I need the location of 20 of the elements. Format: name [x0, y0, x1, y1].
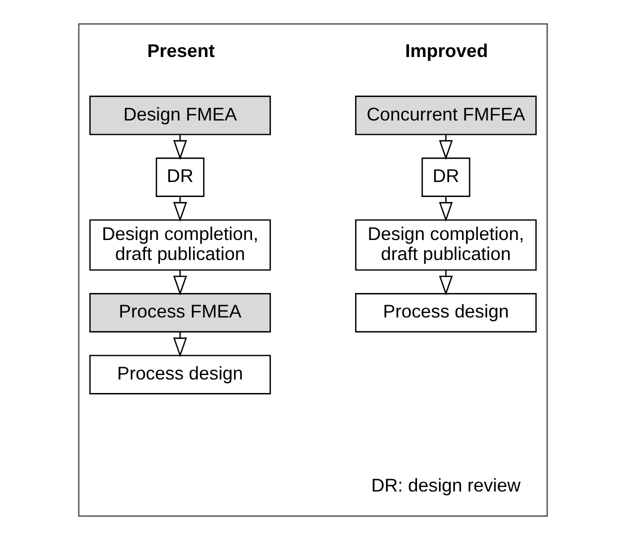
- arrow: [438, 134, 452, 160]
- arrow: [172, 332, 187, 358]
- node-box: Process design: [354, 293, 536, 332]
- arrow: [172, 270, 187, 296]
- node-box: DR: [155, 158, 204, 197]
- arrow: [438, 270, 452, 296]
- label: Improved: [404, 40, 488, 62]
- node-box: Design completion, draft publication: [88, 219, 270, 271]
- node-box: Process FMEA: [88, 293, 270, 332]
- node-box: Design completion, draft publication: [354, 219, 536, 271]
- arrow: [172, 134, 187, 160]
- cluster: [78, 23, 548, 517]
- node-box: Design FMEA: [88, 96, 270, 136]
- node-box: DR: [421, 158, 470, 197]
- node-box: Process design: [88, 354, 270, 394]
- label: DR: design review: [370, 474, 520, 496]
- arrow: [438, 196, 452, 222]
- label: Present: [146, 40, 214, 62]
- arrow: [172, 196, 187, 222]
- node-box: Concurrent FMFEA: [354, 96, 536, 136]
